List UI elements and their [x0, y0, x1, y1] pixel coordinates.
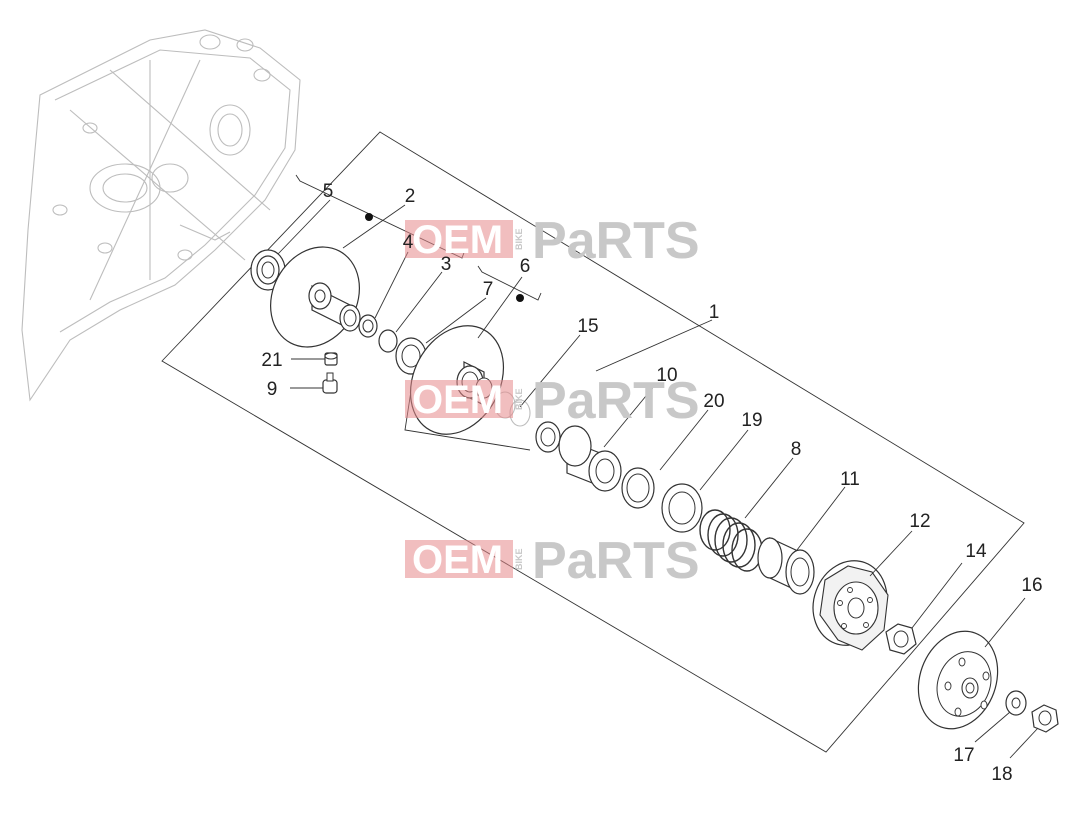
part-19-seal — [661, 483, 703, 533]
callout-2: 2 — [405, 186, 416, 207]
callout-14: 14 — [965, 541, 987, 562]
callout-10: 10 — [656, 365, 677, 386]
watermark-oem: OEM — [412, 538, 503, 582]
part-17-washer — [1005, 690, 1027, 716]
watermark-bike: BIKE — [514, 548, 524, 570]
part-7-bearing — [395, 337, 427, 375]
callout-12: 12 — [909, 511, 930, 532]
callout-1: 1 — [709, 302, 720, 323]
part-3-ring — [378, 329, 398, 353]
watermark-parts: PaRTS — [532, 372, 700, 430]
part-18-nut — [1031, 704, 1059, 733]
assembly-frame — [161, 131, 1025, 753]
callout-16: 16 — [1021, 575, 1042, 596]
part-21-roller — [324, 352, 338, 366]
part-12-clutch — [812, 560, 889, 651]
watermark-bike: BIKE — [514, 228, 524, 250]
crankcase-housing — [21, 29, 301, 402]
watermark-bike: BIKE — [514, 388, 524, 410]
callout-5: 5 — [323, 181, 334, 202]
part-9-screw — [322, 372, 338, 394]
leader-lines — [277, 199, 1039, 759]
watermark-parts: PaRTS — [532, 532, 700, 590]
watermark-3: OEM BIKE PaRTS — [405, 532, 700, 590]
watermark-2: OEM BIKE PaRTS — [405, 372, 700, 430]
callout-9: 9 — [267, 379, 278, 400]
callout-15: 15 — [577, 316, 598, 337]
callout-20: 20 — [703, 391, 724, 412]
callout-6: 6 — [520, 256, 531, 277]
watermark-parts: PaRTS — [532, 212, 700, 270]
callout-4: 4 — [403, 232, 414, 253]
part-4-bush — [358, 314, 378, 338]
callout-11: 11 — [840, 469, 860, 490]
part-11-sleeve — [757, 537, 815, 595]
bullet-marker — [365, 213, 373, 221]
bullet-marker — [516, 294, 524, 302]
callout-8: 8 — [791, 439, 802, 460]
part-10-spacer — [535, 421, 622, 492]
watermark-oem: OEM — [412, 218, 503, 262]
callout-3: 3 — [441, 254, 452, 275]
watermark-oem: OEM — [412, 378, 503, 422]
callout-19: 19 — [741, 410, 762, 431]
callout-17: 17 — [953, 745, 974, 766]
callout-7: 7 — [483, 279, 494, 300]
callout-21: 21 — [261, 350, 282, 371]
watermark-1: OEM BIKE PaRTS — [405, 212, 700, 270]
part-8-spring — [699, 509, 763, 572]
part-20-ring — [621, 467, 655, 509]
part-14-nut — [885, 623, 917, 655]
callout-labels: 1 2 3 4 5 6 7 8 9 10 11 12 14 15 16 17 1… — [261, 181, 1042, 785]
callout-18: 18 — [991, 764, 1012, 785]
part-2-fixed-pulley — [270, 246, 361, 348]
part-16-clutch-bell — [917, 630, 999, 730]
